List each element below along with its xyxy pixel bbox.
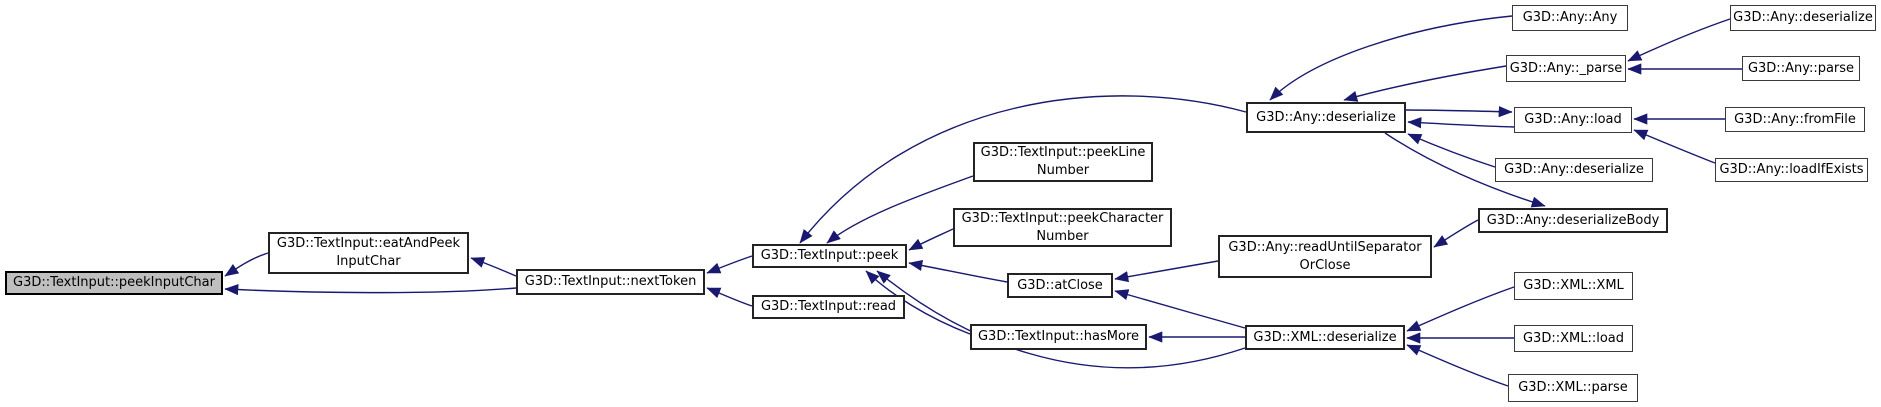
edge-anyDeserialize-to-anyLoad — [1405, 106, 1513, 118]
node-peekLineNumber[interactable]: G3D::TextInput::peekLine Number — [973, 142, 1153, 182]
edge-peekCharacterNumber-to-peek — [908, 228, 954, 251]
edge-read-to-nextToken — [706, 287, 753, 307]
node-xml-parse[interactable]: G3D::XML::parse — [1508, 374, 1638, 402]
node-eatAndPeekInputChar[interactable]: G3D::TextInput::eatAndPeek InputChar — [268, 232, 469, 274]
edge-peekLineNumber-to-peek — [826, 175, 974, 244]
node-xml-deserialize[interactable]: G3D::XML::deserialize — [1245, 325, 1405, 350]
edge-xmlDeserialize-to-peek — [876, 270, 1246, 369]
edge-hasMore-to-peek — [865, 270, 971, 335]
edge-xmlXml-to-xmlDeserialize — [1406, 286, 1515, 332]
edge-nextToken-to-eatAndPeek — [470, 257, 517, 277]
node-any-any[interactable]: G3D::Any::Any — [1512, 5, 1628, 31]
node-nextToken[interactable]: G3D::TextInput::nextToken — [516, 269, 705, 295]
edge-nextToken-to-peekInputChar — [224, 284, 517, 296]
edge-anyDeserialize-to-peek — [799, 95, 1247, 244]
edge-eatAndPeek-to-peekInputChar — [224, 252, 269, 277]
edge-xmlParse-to-xmlDeserialize — [1406, 344, 1509, 387]
edge-peek-to-nextToken — [706, 255, 753, 274]
node-xml-load[interactable]: G3D::XML::load — [1514, 325, 1633, 352]
edge-anyDeserialize2-to-anyDeserialize — [1407, 133, 1496, 168]
node-any-parse[interactable]: G3D::Any::parse — [1742, 56, 1860, 81]
node-readUntilSeparatorOrClose[interactable]: G3D::Any::readUntilSeparator OrClose — [1218, 235, 1432, 278]
node-peek[interactable]: G3D::TextInput::peek — [752, 244, 907, 268]
node-read[interactable]: G3D::TextInput::read — [752, 295, 905, 319]
edge-anyDeserializeTop-to-anyParseInternal — [1627, 18, 1731, 62]
node-any-deserialize-top[interactable]: G3D::Any::deserialize — [1730, 5, 1876, 31]
edge-anyParseInternal-to-anyDeserialize — [1343, 65, 1507, 102]
node-any-deserialize-2[interactable]: G3D::Any::deserialize — [1495, 158, 1653, 182]
edge-atClose-to-peek — [908, 259, 1008, 283]
node-peekInputChar: G3D::TextInput::peekInputChar — [5, 271, 223, 295]
node-xml-xml[interactable]: G3D::XML::XML — [1514, 272, 1633, 300]
node-any-fromFile[interactable]: G3D::Any::fromFile — [1725, 107, 1865, 132]
node-atClose[interactable]: G3D::atClose — [1007, 273, 1113, 298]
node-any-loadIfExists[interactable]: G3D::Any::loadIfExists — [1715, 158, 1868, 182]
edge-xmlDeserialize-to-atClose — [1114, 289, 1246, 329]
node-any-deserializeBody[interactable]: G3D::Any::deserializeBody — [1478, 208, 1668, 233]
node-hasMore[interactable]: G3D::TextInput::hasMore — [970, 324, 1147, 350]
edge-anyDeserialize-to-deserializeBody — [1384, 132, 1546, 208]
edge-anyLoad-to-anyDeserialize — [1407, 117, 1515, 129]
node-any-deserialize-hub[interactable]: G3D::Any::deserialize — [1246, 102, 1406, 133]
node-any-load[interactable]: G3D::Any::load — [1514, 107, 1632, 133]
node-any-parse-internal[interactable]: G3D::Any::_parse — [1506, 55, 1626, 82]
edge-readUntil-to-atClose — [1114, 260, 1219, 283]
edge-deserializeBody-to-readUntil — [1433, 219, 1479, 248]
node-peekCharacterNumber[interactable]: G3D::TextInput::peekCharacter Number — [953, 208, 1172, 247]
edge-loadIfExists-to-anyLoad — [1633, 129, 1716, 164]
edge-anyAny-to-anyDeserialize — [1269, 15, 1513, 101]
